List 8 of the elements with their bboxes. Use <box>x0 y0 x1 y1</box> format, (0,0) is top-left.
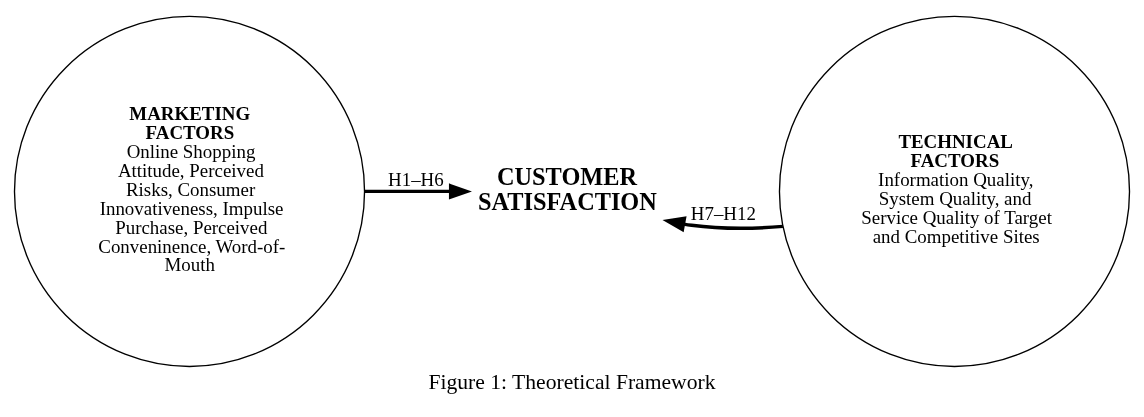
node-circle: MARKETING FACTORS Online Shopping Attitude, Perceived Risks, Consumer Innovativeness, Impulse Purchase, Perceived Conveninence, Word-of-Mouth <box>13 15 366 367</box>
node-text: CUSTOMER SATISFACTION <box>478 162 657 215</box>
caption: Figure 1: Theoretical Framework <box>428 369 716 394</box>
edge-label: H7–H12 <box>690 202 756 224</box>
arrow <box>364 182 472 199</box>
edge-label: H1–H6 <box>388 168 444 190</box>
node-circle: TECHNICAL FACTORS Information Quality, System Quality, and Service Quality of Target and Competitive Sites <box>778 15 1131 367</box>
arrow <box>662 215 783 232</box>
